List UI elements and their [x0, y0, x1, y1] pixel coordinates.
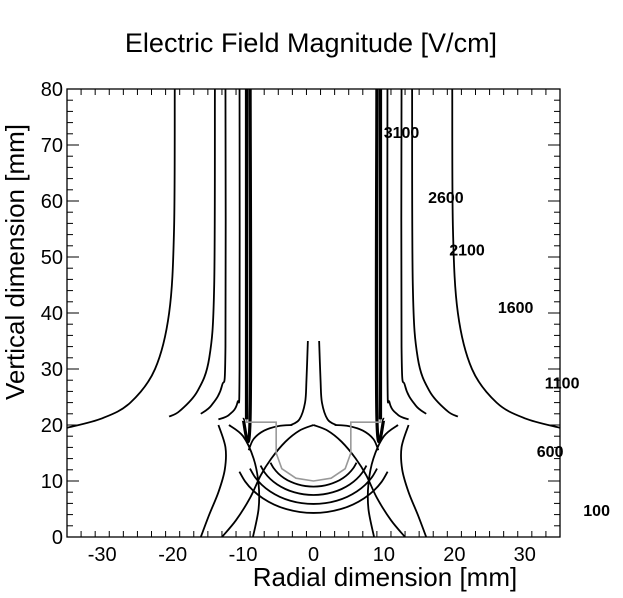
contour-line — [318, 340, 337, 426]
y-tick-label: 40 — [41, 303, 63, 325]
contour-group — [67, 89, 623, 537]
contour-line — [366, 424, 399, 537]
contour-line — [334, 424, 380, 451]
contour-line — [221, 424, 314, 537]
y-tick-label: 0 — [52, 527, 63, 549]
y-tick-label: 80 — [41, 79, 63, 101]
contour-line — [168, 89, 216, 418]
contour-line — [583, 89, 623, 438]
contour-line — [411, 89, 459, 418]
x-tick-label: 30 — [514, 544, 536, 566]
y-tick-label: 30 — [41, 359, 63, 381]
y-tick-label: 70 — [41, 135, 63, 157]
contour-line — [241, 89, 253, 444]
contour-arc — [259, 465, 368, 496]
contour-line — [386, 89, 409, 421]
contour-label: 3100 — [384, 125, 420, 142]
y-tick-label: 60 — [41, 191, 63, 213]
axis-ticks: -30 -20 -10 0 10 20 30 0 10 20 30 40 50 60 70 80 — [41, 79, 561, 566]
contour-line — [199, 424, 227, 537]
contour-label: 2100 — [449, 243, 485, 260]
y-axis-title: Vertical dimension [mm] — [0, 124, 30, 400]
contour-arc — [269, 462, 358, 488]
contour-line — [247, 424, 293, 451]
contour-line — [67, 89, 176, 429]
contour-arc — [238, 471, 389, 514]
x-axis-title: Radial dimension [mm] — [253, 562, 517, 592]
y-tick-label: 10 — [41, 471, 63, 493]
y-tick-label: 20 — [41, 415, 63, 437]
contour-line — [400, 89, 427, 415]
contour-arc — [249, 468, 378, 505]
x-tick-label: -10 — [229, 544, 258, 566]
contour-line — [200, 89, 227, 415]
x-tick-label: -20 — [158, 544, 187, 566]
contour-line — [228, 424, 261, 537]
detector-outline — [245, 89, 382, 482]
contour-line — [290, 340, 309, 426]
plot-frame — [66, 88, 561, 538]
x-tick-label: 10 — [373, 544, 395, 566]
contour-line — [400, 424, 428, 537]
x-tick-label: -30 — [88, 544, 117, 566]
contour-line — [451, 89, 560, 429]
contour-label: 2600 — [428, 190, 464, 207]
x-tick-label: 0 — [308, 544, 319, 566]
chart-title: Electric Field Magnitude [V/cm] — [125, 28, 497, 58]
plot-area: 3100 2600 2100 1600 1100 600 100 — [66, 88, 623, 538]
contour-label: 1100 — [545, 375, 580, 392]
contour-line — [313, 424, 406, 537]
x-tick-label: 20 — [443, 544, 465, 566]
contour-label: 600 — [537, 444, 564, 461]
contour-line — [374, 89, 386, 444]
contour-label: 1600 — [498, 300, 534, 317]
y-tick-label: 50 — [41, 247, 63, 269]
contour-line — [218, 89, 241, 421]
contour-label: 100 — [583, 503, 610, 520]
